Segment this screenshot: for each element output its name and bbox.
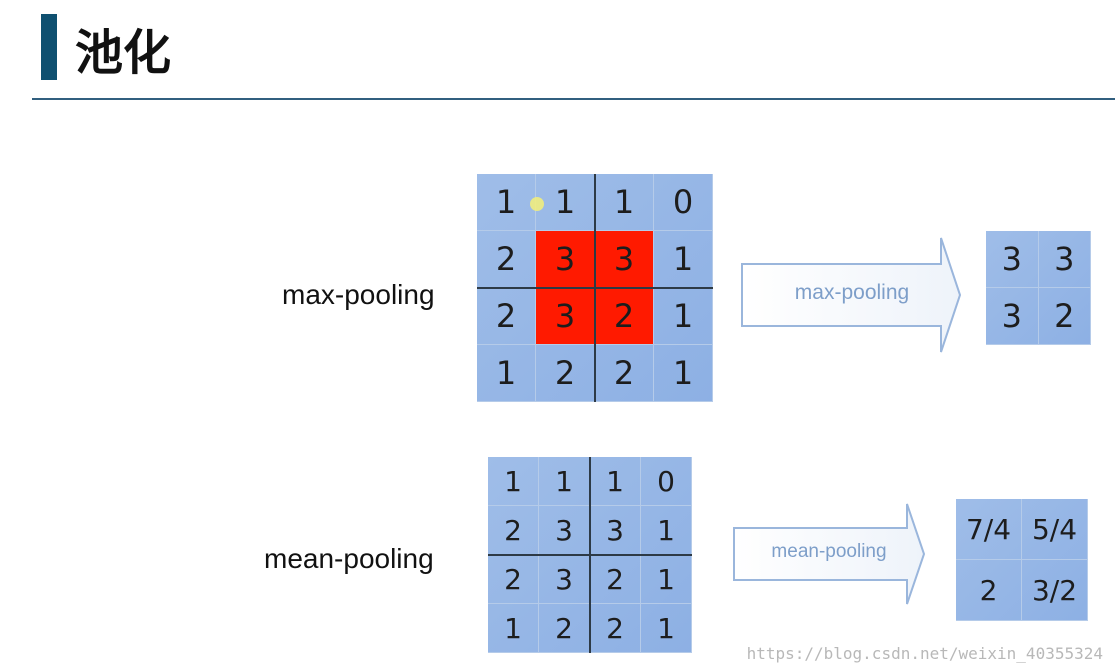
mean-input-cell: 2 xyxy=(488,555,539,604)
mean-output-cell: 2 xyxy=(956,560,1022,621)
max-input-cell: 2 xyxy=(595,345,654,402)
max-pooling-arrow xyxy=(741,237,962,353)
max-input-cell: 0 xyxy=(654,174,713,231)
max-output-cell: 3 xyxy=(986,288,1039,345)
mean-input-cell: 3 xyxy=(539,506,590,555)
max-output-cell: 3 xyxy=(986,231,1039,288)
max-input-cell: 3 xyxy=(595,231,654,288)
max-output-cell: 3 xyxy=(1038,231,1091,288)
mean-input-cell: 1 xyxy=(488,604,539,653)
mean-input-cell: 3 xyxy=(590,506,641,555)
max-input-cell: 2 xyxy=(595,288,654,345)
max-input-cell: 2 xyxy=(477,231,536,288)
mouse-cursor xyxy=(530,197,544,211)
max-pooling-label: max-pooling xyxy=(282,279,435,310)
grid-divider-horizontal xyxy=(488,554,692,556)
mean-output-cell: 3/2 xyxy=(1022,560,1088,621)
max-input-cell: 1 xyxy=(654,288,713,345)
title-divider xyxy=(32,98,1115,100)
max-input-cell: 1 xyxy=(477,345,536,402)
mean-input-cell: 2 xyxy=(590,604,641,653)
mean-input-cell: 2 xyxy=(539,604,590,653)
mean-input-cell: 2 xyxy=(590,555,641,604)
mean-input-cell: 3 xyxy=(539,555,590,604)
mean-output-cell: 7/4 xyxy=(956,499,1022,560)
mean-input-cell: 1 xyxy=(488,457,539,506)
max-pooling-arrow-label: max-pooling xyxy=(794,281,910,304)
max-input-cell: 3 xyxy=(536,288,595,345)
max-input-cell: 2 xyxy=(477,288,536,345)
watermark-url: https://blog.csdn.net/weixin_40355324 xyxy=(746,644,1103,663)
max-input-cell: 1 xyxy=(477,174,536,231)
max-input-cell: 1 xyxy=(654,345,713,402)
page-title: 池化 xyxy=(75,25,172,81)
mean-input-cell: 1 xyxy=(641,555,692,604)
mean-input-cell: 1 xyxy=(539,457,590,506)
max-input-cell: 2 xyxy=(536,345,595,402)
mean-pooling-arrow xyxy=(733,503,926,605)
max-output-cell: 2 xyxy=(1038,288,1091,345)
max-input-cell: 1 xyxy=(536,174,595,231)
mean-pooling-arrow-label: mean-pooling xyxy=(771,541,887,562)
mean-input-cell: 1 xyxy=(641,604,692,653)
max-input-cell: 1 xyxy=(654,231,713,288)
max-input-cell: 3 xyxy=(536,231,595,288)
mean-output-cell: 5/4 xyxy=(1022,499,1088,560)
mean-input-cell: 2 xyxy=(488,506,539,555)
mean-input-cell: 0 xyxy=(641,457,692,506)
mean-input-cell: 1 xyxy=(641,506,692,555)
max-input-cell: 1 xyxy=(595,174,654,231)
mean-input-cell: 1 xyxy=(590,457,641,506)
mean-pooling-label: mean-pooling xyxy=(264,543,434,574)
grid-divider-horizontal xyxy=(477,287,713,289)
title-accent-bar xyxy=(41,14,57,80)
